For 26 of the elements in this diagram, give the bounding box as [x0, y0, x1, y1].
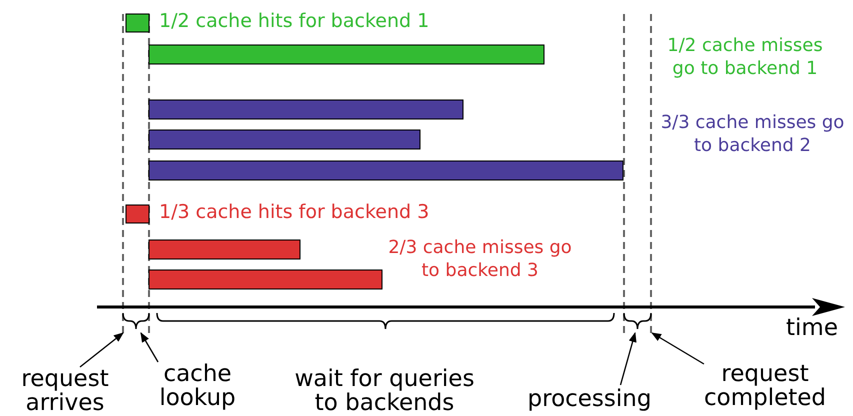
leader-arrow [140, 332, 159, 362]
phase-label: wait for queries to backends [294, 367, 476, 416]
annotation-text: 2/3 cache misses go to backend 3 [387, 236, 573, 283]
timeline-bar [148, 130, 420, 150]
brace [122, 312, 150, 330]
leader-arrow [651, 332, 704, 365]
phase-label: processing [512, 387, 667, 412]
brace [623, 312, 652, 330]
timeline-bar [148, 270, 382, 290]
annotation-text: 1/2 cache misses go to backend 1 [666, 34, 824, 81]
timeline-bar [148, 160, 624, 180]
phase-label: request arrives [5, 367, 125, 416]
leader-arrow [620, 332, 636, 386]
annotation-text: 3/3 cache misses go to backend 2 [660, 111, 845, 158]
annotation-text: 1/3 cache hits for backend 3 [159, 203, 430, 223]
timeline-bar [148, 100, 464, 120]
phase-label: request completed [690, 362, 840, 410]
leader-arrow [80, 332, 124, 368]
axis-label: time [786, 316, 838, 340]
timeline-bar [148, 240, 300, 260]
timeline-bar [126, 14, 150, 32]
timeline-bar [126, 204, 150, 224]
timeline-bar [148, 44, 544, 64]
brace [156, 312, 615, 330]
phase-label: cache lookup [145, 362, 250, 410]
annotation-text: 1/2 cache hits for backend 1 [159, 12, 430, 32]
